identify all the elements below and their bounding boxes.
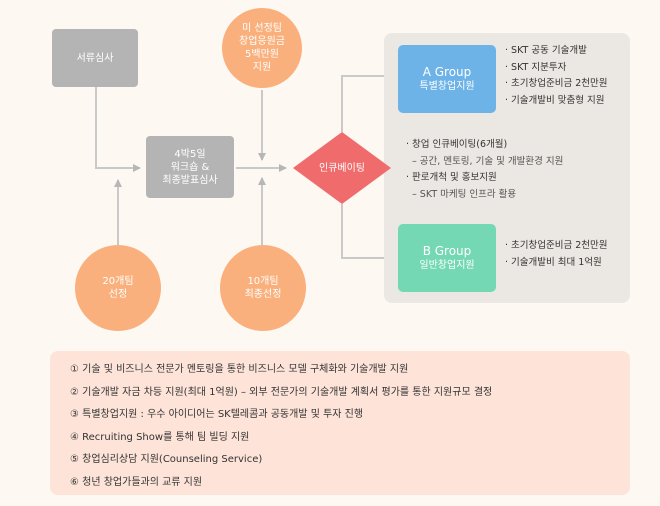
group-b-node: B Group 일반창업지원: [398, 224, 496, 292]
group-a-subtitle: 특별창업지원: [419, 81, 475, 92]
benefit-item: · SKT 공동 기술개발: [505, 45, 587, 56]
detail-item: · 판로개척 및 홍보지원: [406, 172, 497, 183]
document-screening-node: 서류심사: [52, 29, 138, 87]
workshop-label: 4박5일 워크숍 & 최종발표심사: [162, 148, 218, 186]
benefit-item: · 초기창업준비금 2천만원: [505, 240, 608, 251]
program-notes: ① 기술 및 비즈니스 전문가 멘토링을 통한 비즈니스 모델 구체화와 기술개…: [50, 351, 630, 495]
incubating-diamond: 인큐베이팅: [293, 132, 391, 204]
benefit-item: · 기술개발비 맞춤형 지원: [505, 94, 605, 106]
workshop-node: 4박5일 워크숍 & 최종발표심사: [146, 136, 234, 198]
teams-20-node: 20개팀 선정: [75, 245, 161, 331]
incubating-details: · 창업 인큐베이팅(6개월) – 공간, 멘토링, 기술 및 개발환경 지원 …: [406, 137, 563, 203]
unselected-teams-node: 미 선정팀 창업응원금 5백만원 지원: [222, 8, 302, 88]
teams-20-label: 20개팀 선정: [102, 276, 134, 300]
detail-item: · 창업 인큐베이팅(6개월): [406, 139, 508, 150]
group-a-title: A Group: [422, 65, 472, 79]
group-a-benefits: · SKT 공동 기술개발 · SKT 지분투자 · 초기창업준비금 2천만원 …: [505, 43, 608, 109]
note-item: ① 기술 및 비즈니스 전문가 멘토링을 통한 비즈니스 모델 구체화와 기술개…: [70, 364, 409, 375]
benefit-item: · 기술개발비 최대 1억원: [505, 256, 602, 268]
detail-item: – SKT 마케팅 인프라 활용: [406, 188, 517, 200]
group-b-title: B Group: [422, 244, 472, 258]
teams-10-node: 10개팀 최종선정: [220, 245, 306, 331]
note-item: ④ Recruiting Show를 통해 팀 빌딩 지원: [70, 431, 250, 443]
note-item: ③ 특별창업지원 : 우수 아이디어는 SK텔레콤과 공동개발 및 투자 진행: [70, 409, 364, 420]
benefit-item: · 초기창업준비금 2천만원: [505, 78, 608, 89]
incubating-label: 인큐베이팅: [319, 162, 365, 174]
teams-10-label: 10개팀 최종선정: [244, 276, 282, 300]
group-b-subtitle: 일반창업지원: [419, 260, 475, 271]
group-a-node: A Group 특별창업지원: [398, 45, 496, 113]
document-screening-label: 서류심사: [76, 52, 114, 64]
note-item: ② 기술개발 자금 차등 지원(최대 1억원) – 외부 전문가의 기술개발 계…: [70, 386, 493, 398]
detail-item: – 공간, 멘토링, 기술 및 개발환경 지원: [406, 155, 564, 167]
note-item: ⑥ 청년 창업가들과의 교류 지원: [70, 476, 203, 488]
group-b-benefits: · 초기창업준비금 2천만원 · 기술개발비 최대 1억원: [505, 238, 608, 271]
unselected-teams-label: 미 선정팀 창업응원금 5백만원 지원: [239, 23, 285, 73]
benefit-item: · SKT 지분투자: [505, 61, 567, 73]
note-item: ⑤ 창업심리상담 지원(Counseling Service): [70, 454, 263, 465]
